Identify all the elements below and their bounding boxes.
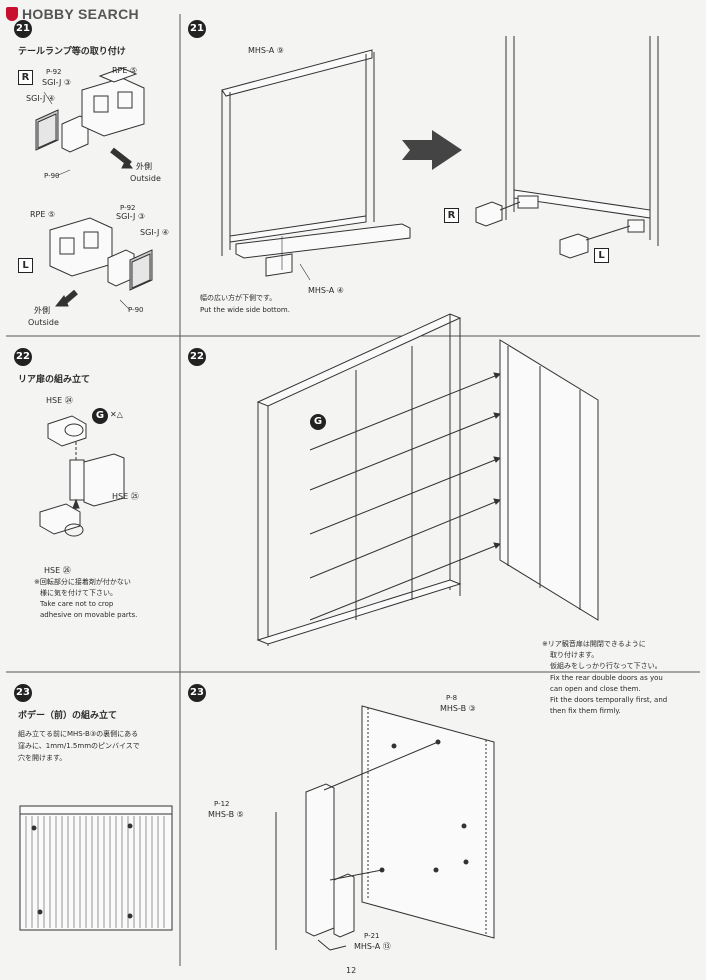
tail-lamp-l-diagram xyxy=(49,217,153,311)
mhsb5-label: MHS-B ⑤ xyxy=(208,810,244,819)
step-21-number-right: 21 xyxy=(188,20,206,38)
p21-label: P-21 xyxy=(364,932,380,940)
hinge-diagram xyxy=(39,415,125,537)
step-22-note-en-2: adhesive on movable parts. xyxy=(40,611,138,619)
l-p90-label: P-90 xyxy=(128,306,144,314)
logo-text: HOBBY SEARCH xyxy=(22,6,139,22)
hse24-label: HSE ㉔ xyxy=(46,396,73,405)
r-p92-label: P-92 xyxy=(46,68,62,76)
step-21-number-left: 21 xyxy=(14,20,32,38)
no-glue-icon: ✕△ xyxy=(110,410,123,419)
page-number: 12 xyxy=(346,966,357,975)
body-panel-diagram xyxy=(19,805,173,931)
hobby-search-logo: HOBBY SEARCH xyxy=(6,5,139,23)
step-22-number-left: 22 xyxy=(14,348,32,366)
rear-doors-diagram xyxy=(256,313,599,646)
r-outside-jp: 外側 xyxy=(136,162,152,171)
step-22-note-jp-2: 様に気を付けて下さい。 xyxy=(40,589,117,597)
hse26-label: HSE ㉖ xyxy=(44,566,71,575)
l-outside-en: Outside xyxy=(28,318,59,327)
step-22-note-jp-1: ※回転部分に接着剤が付かない xyxy=(34,578,131,586)
r-sgij3-label: SGI-J ③ xyxy=(42,78,72,87)
step-22-right-note-en-1: Fix the rear double doors as you xyxy=(550,674,663,682)
label-l: L xyxy=(18,258,33,273)
r-sgij4-label: SGI-J ④ xyxy=(26,94,56,103)
step-22-right-note-jp-3: 仮組みをしっかり行なって下さい。 xyxy=(550,662,662,670)
rear-frame-diagram xyxy=(221,36,659,281)
r-rpe5-label: RPE ⑤ xyxy=(112,66,138,75)
body-front-diagram xyxy=(275,705,495,951)
l-sgij3-label: SGI-J ③ xyxy=(116,212,146,221)
step-22-right-note-jp-2: 取り付けます。 xyxy=(550,651,599,659)
step-23-note-jp-3: 穴を開けます。 xyxy=(18,754,67,762)
label-r: R xyxy=(18,70,33,85)
step-23-left-title: ボデー（前）の組み立て xyxy=(18,711,118,721)
step-22-right-note-en-2: can open and close them. xyxy=(550,685,641,693)
step-23-number-left: 23 xyxy=(14,684,32,702)
step-23-note-jp-2: 窪みに、1mm/1.5mmのピンバイスで xyxy=(18,742,140,750)
step-23-number-right: 23 xyxy=(188,684,206,702)
l-p92-label: P-92 xyxy=(120,204,136,212)
step-22-right-note-en-4: then fix them firmly. xyxy=(550,707,621,715)
step-21-left-title: テールランプ等の取り付け xyxy=(18,47,126,57)
step-22-note-en-1: Take care not to crop xyxy=(40,600,114,608)
logo-mark-icon xyxy=(6,7,18,21)
mhsb3-label: MHS-B ③ xyxy=(440,704,476,713)
hse25-label: HSE ㉕ xyxy=(112,492,139,501)
l-sgij4-label: SGI-J ④ xyxy=(140,228,170,237)
tail-lamp-r-diagram xyxy=(35,67,145,177)
step-21-note-jp: 幅の広い方が下側です。 xyxy=(200,294,277,302)
step-22-left-title: リア扉の組み立て xyxy=(18,375,91,385)
p12-label: P-12 xyxy=(214,800,230,808)
step-22-right-note-jp-1: ※リア観音扉は開閉できるように xyxy=(542,640,646,648)
g-badge-left: G xyxy=(92,408,108,424)
step-23-note-jp-1: 組み立てる前にMHS-B③の裏側にある xyxy=(18,730,139,738)
l-rpe5-label: RPE ⑤ xyxy=(30,210,56,219)
p8-label: P-8 xyxy=(446,694,458,702)
mhsa4-label: MHS-A ④ xyxy=(308,286,344,295)
label-l-zoom: L xyxy=(594,248,609,263)
mhsa13-label: MHS-A ⑬ xyxy=(354,942,391,951)
mhsa9-label: MHS-A ⑨ xyxy=(248,46,284,55)
r-p90-label: P-90 xyxy=(44,172,60,180)
l-outside-jp: 外側 xyxy=(34,306,50,315)
step-22-number-right: 22 xyxy=(188,348,206,366)
g-badge-right: G xyxy=(310,414,326,430)
label-r-zoom: R xyxy=(444,208,459,223)
r-outside-en: Outside xyxy=(130,174,161,183)
step-21-note-en: Put the wide side bottom. xyxy=(200,306,290,314)
step-22-right-note-en-3: Fit the doors temporally first, and xyxy=(550,696,668,704)
